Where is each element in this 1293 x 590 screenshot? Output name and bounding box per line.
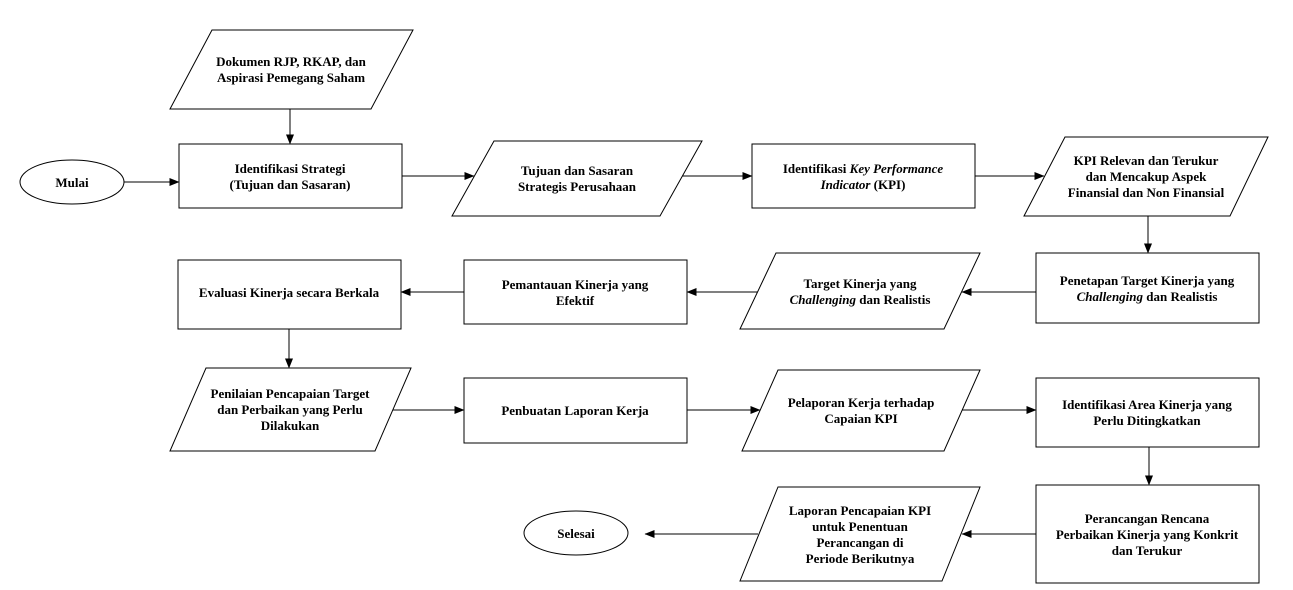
target-kinerja-line-1: Target Kinerja yang xyxy=(804,276,917,291)
laporan-pencapaian-line-3: Perancangan di xyxy=(816,535,903,550)
tujuan-sasaran-data-shape xyxy=(451,140,703,217)
dokumen-line-2: Aspirasi Pemegang Saham xyxy=(217,70,365,85)
penilaian-line-1: Penilaian Pencapaian Target xyxy=(211,386,371,401)
evaluasi-label: Evaluasi Kinerja secara Berkala xyxy=(199,285,380,300)
selesai-terminator xyxy=(523,510,629,556)
pembuatan-laporan-line-1: Penbuatan Laporan Kerja xyxy=(501,403,649,418)
laporan-pencapaian-line-1: Laporan Pencapaian KPI xyxy=(789,503,931,518)
mulai-line-1: Mulai xyxy=(55,175,89,190)
perancangan-line-1: Perancangan Rencana xyxy=(1085,511,1210,526)
pelaporan-line-1: Pelaporan Kerja terhadap xyxy=(788,395,935,410)
target-kinerja-line-2: Challenging dan Realistis xyxy=(790,292,931,307)
connectors xyxy=(124,109,1153,538)
tujuan-sasaran-line-2: Strategis Perusahaan xyxy=(518,179,637,194)
pemantauan-line-1: Pemantauan Kinerja yang xyxy=(502,277,649,292)
target-kinerja-data-shape xyxy=(739,252,981,330)
kpi-relevan-line-3: Finansial dan Non Finansial xyxy=(1068,185,1225,200)
kpi-relevan-data-shape xyxy=(1023,136,1269,217)
penilaian-line-3: Dilakukan xyxy=(261,418,320,433)
pelaporan-line-2: Capaian KPI xyxy=(824,411,897,426)
pembuatan-laporan-process xyxy=(463,377,688,444)
dokumen-line-1: Dokumen RJP, RKAP, dan xyxy=(216,54,366,69)
laporan-pencapaian-line-2: untuk Penentuan xyxy=(812,519,908,534)
kpi-relevan-line-1: KPI Relevan dan Terukur xyxy=(1074,153,1219,168)
identifikasi-area-line-2: Perlu Ditingkatkan xyxy=(1093,413,1201,428)
evaluasi-line-1: Evaluasi Kinerja secara Berkala xyxy=(199,285,380,300)
mulai-label: Mulai xyxy=(55,175,89,190)
tujuan-sasaran-line-1: Tujuan dan Sasaran xyxy=(521,163,634,178)
penetapan-target-line-2: Challenging dan Realistis xyxy=(1077,289,1218,304)
evaluasi-process xyxy=(177,259,402,330)
identifikasi-strategi-label: Identifikasi Strategi(Tujuan dan Sasaran… xyxy=(230,161,351,192)
pemantauan-process xyxy=(463,259,688,325)
perancangan-process xyxy=(1035,484,1260,584)
identifikasi-strategi-line-1: Identifikasi Strategi xyxy=(235,161,346,176)
pemantauan-line-2: Efektif xyxy=(556,293,595,308)
penetapan-target-process xyxy=(1035,252,1260,324)
pembuatan-laporan-label: Penbuatan Laporan Kerja xyxy=(501,403,649,418)
identifikasi-kpi-line-1: Identifikasi Key Performance xyxy=(783,161,944,176)
laporan-pencapaian-line-4: Periode Berikutnya xyxy=(806,551,915,566)
dokumen-input-shape xyxy=(169,29,414,110)
kpi-relevan-line-2: dan Mencakup Aspek xyxy=(1086,169,1207,184)
penilaian-data-shape xyxy=(169,367,412,452)
pelaporan-data-shape xyxy=(741,369,981,452)
identifikasi-kpi-process xyxy=(751,143,976,209)
selesai-line-1: Selesai xyxy=(557,526,595,541)
shapes xyxy=(19,29,1269,584)
perancangan-line-3: dan Terukur xyxy=(1112,543,1183,558)
laporan-pencapaian-data-shape xyxy=(739,486,981,582)
selesai-label: Selesai xyxy=(557,526,595,541)
identifikasi-area-line-1: Identifikasi Area Kinerja yang xyxy=(1062,397,1232,412)
penilaian-line-2: dan Perbaikan yang Perlu xyxy=(217,402,363,417)
perancangan-line-2: Perbaikan Kinerja yang Konkrit xyxy=(1056,527,1239,542)
identifikasi-strategi-line-2: (Tujuan dan Sasaran) xyxy=(230,177,351,192)
identifikasi-kpi-line-2: Indicator (KPI) xyxy=(820,177,906,192)
mulai-terminator xyxy=(19,159,125,205)
penetapan-target-line-1: Penetapan Target Kinerja yang xyxy=(1060,273,1235,288)
identifikasi-strategi-process xyxy=(178,143,403,209)
identifikasi-area-process xyxy=(1035,377,1260,448)
